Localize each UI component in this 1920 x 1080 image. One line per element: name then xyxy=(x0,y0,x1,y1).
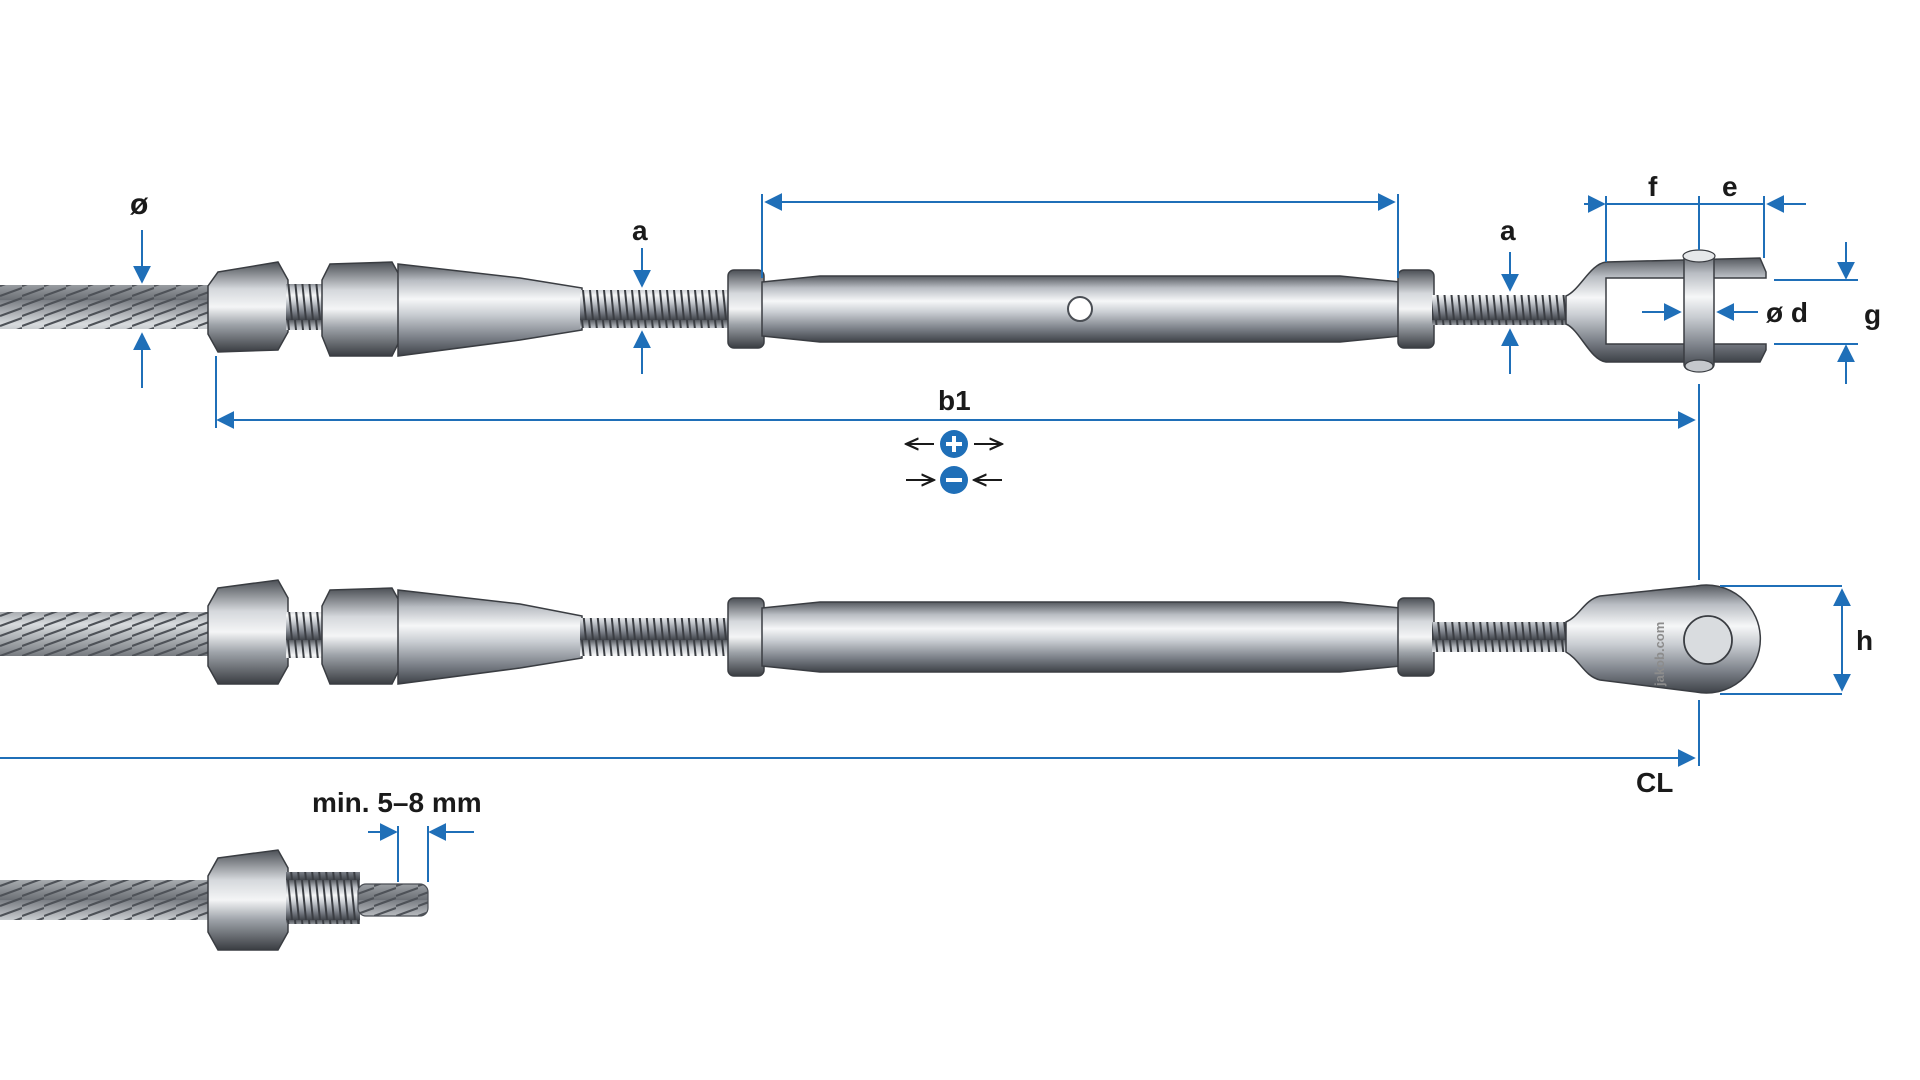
swage-thread xyxy=(286,284,326,330)
eye-head xyxy=(1565,584,1762,694)
label-h: h xyxy=(1856,625,1873,656)
right-lock-nut xyxy=(1397,269,1435,349)
clevis-pin-head xyxy=(1682,249,1716,263)
wire-rope xyxy=(0,612,218,656)
label-g: g xyxy=(1864,299,1881,330)
label-e: e xyxy=(1722,171,1738,202)
swage-cut-detail xyxy=(0,849,429,951)
clevis-pin-end xyxy=(1684,359,1714,373)
left-lock-nut xyxy=(727,597,765,677)
adjustment-legend xyxy=(906,430,1002,494)
wire-rope xyxy=(0,880,218,920)
wire-rope xyxy=(0,285,218,329)
right-lock-nut xyxy=(1397,597,1435,677)
body-sight-hole xyxy=(1067,296,1093,322)
label-f: f xyxy=(1648,171,1658,202)
watermark: jakob.com xyxy=(1652,622,1667,687)
swage-cone xyxy=(397,589,583,685)
left-threaded-stud xyxy=(580,290,732,328)
dimension-labels: ø a a f e ø d g b1 h CL min. 5–8 mm xyxy=(130,171,1881,818)
left-threaded-stud xyxy=(580,618,732,656)
fork-head xyxy=(1565,257,1767,363)
swage-hex-body xyxy=(321,261,403,357)
left-lock-nut xyxy=(727,269,765,349)
detail-swage-nut xyxy=(207,849,289,951)
label-min-length: min. 5–8 mm xyxy=(312,787,482,818)
clevis-pin xyxy=(1683,251,1715,371)
swage-hex-body xyxy=(321,587,403,685)
label-a-right: a xyxy=(1500,215,1516,246)
dimension-lines xyxy=(0,193,1858,882)
turnbuckle-fork-assembly xyxy=(0,249,1767,373)
swage-cone xyxy=(397,263,583,357)
label-a-left: a xyxy=(632,215,648,246)
turnbuckle-body xyxy=(761,601,1401,673)
label-diameter: ø xyxy=(130,188,149,221)
detail-cut-strands xyxy=(357,883,429,917)
right-threaded-stud xyxy=(1432,622,1568,652)
label-d: ø d xyxy=(1766,297,1808,328)
right-threaded-stud xyxy=(1432,295,1568,325)
plus-glyph xyxy=(946,436,962,452)
turnbuckle-eye-assembly: jakob.com xyxy=(0,579,1762,694)
label-b1: b1 xyxy=(938,385,971,416)
swage-nut xyxy=(207,579,289,685)
eye-hole xyxy=(1683,615,1733,665)
swage-thread xyxy=(286,612,326,658)
swage-nut xyxy=(207,261,289,353)
detail-swage-thread xyxy=(286,872,360,924)
label-cl: CL xyxy=(1636,767,1673,798)
